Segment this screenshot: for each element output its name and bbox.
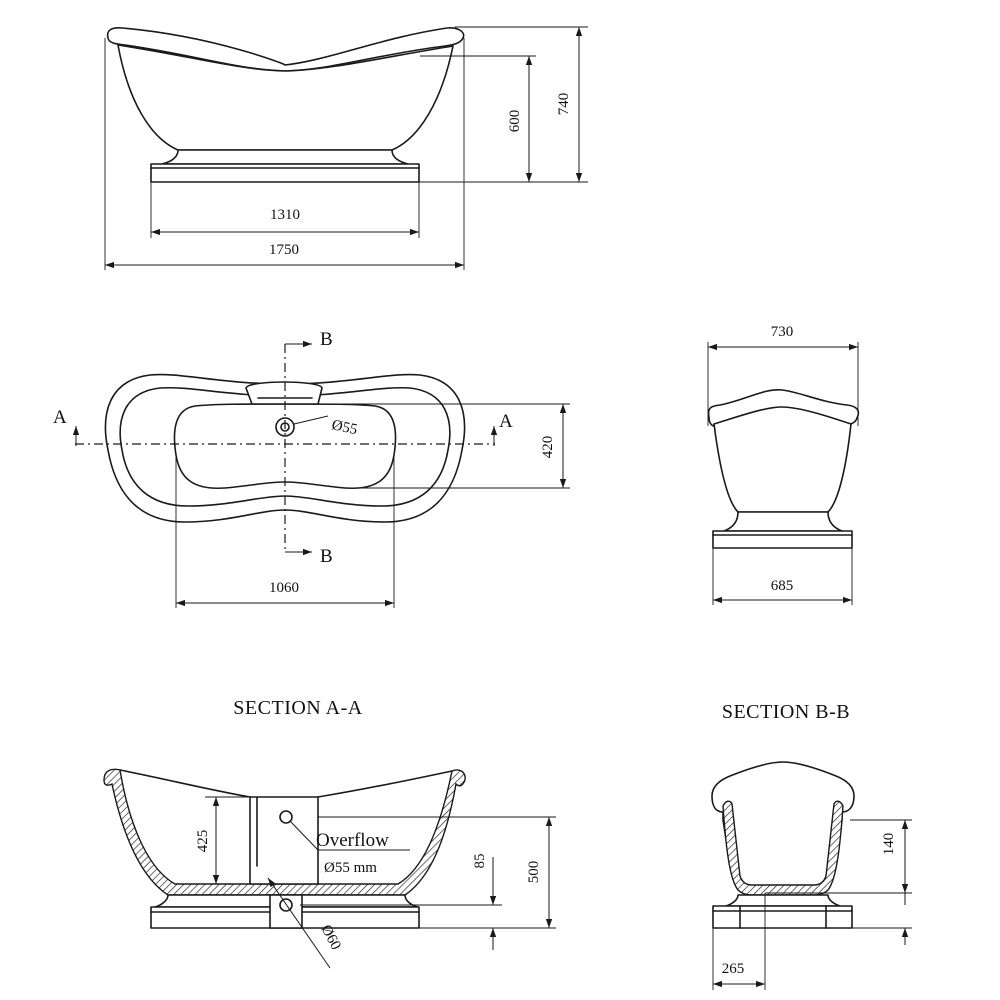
section-aa-waste-outlet [279,898,293,912]
end-dimensions: 730 685 [707,324,859,605]
dim-1060-label: 1060 [269,580,299,596]
dim-420-label: 420 [540,436,556,459]
dim-500-label: 500 [526,861,542,884]
dim-265-label: 265 [722,961,745,977]
side-dimensions: 1310 1750 600 740 [104,26,588,270]
section-aa-view: SECTION A-A 425 Ov [103,697,556,969]
side-elevation-view: 1310 1750 600 740 [104,26,588,270]
dim-740-label: 740 [556,93,572,116]
dim-1750-label: 1750 [269,242,299,258]
section-bb-dimensions: 140 265 [712,819,912,990]
section-aa-shape [103,768,466,929]
section-bb-view: SECTION B-B 140 265 [711,701,912,990]
section-b-top-label: B [320,329,333,350]
dim-730-label: 730 [771,324,794,340]
dim-425-label: 425 [195,830,211,853]
side-bath-shape [106,27,465,183]
section-bb-title: SECTION B-B [722,701,850,723]
overflow-label: Overflow [316,830,389,851]
section-a-left-label: A [53,407,67,428]
plan-dimensions: 1060 420 Ø55 [175,403,570,608]
dim-140-label: 140 [881,833,897,856]
dim-685-label: 685 [771,578,794,594]
overflow-size-label: Ø55 mm [324,860,377,876]
plan-waste-outlet [275,417,295,437]
dim-600-label: 600 [507,110,523,133]
plan-waste-diameter-label: Ø55 [330,417,359,438]
section-a-right-label: A [499,411,513,432]
end-bath-shape [707,389,860,549]
end-elevation-view: 730 685 [707,324,860,605]
section-aa-title: SECTION A-A [233,697,362,719]
section-aa-overflow-hole [279,810,293,824]
section-b-bottom-label: B [320,546,333,567]
dim-1310-label: 1310 [270,207,300,223]
dim-85-label: 85 [472,854,488,869]
plan-view: A A B B 1060 420 Ø55 [53,329,570,608]
section-bb-shape [711,761,855,929]
plan-section-lines: A A B B [53,329,513,567]
section-aa-dimensions: 425 Overflow Ø55 mm 85 500 Ø60 [195,796,556,969]
